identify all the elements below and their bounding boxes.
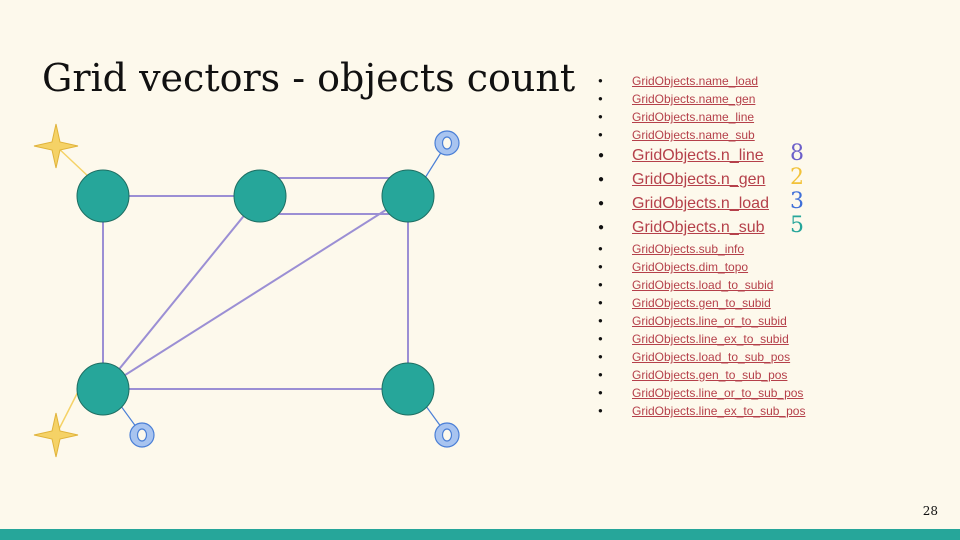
grid-objects-link[interactable]: GridObjects.load_to_subid: [632, 278, 774, 292]
link-list-item: GridObjects.name_line: [598, 108, 805, 126]
load-icon: [434, 130, 460, 156]
grid-objects-link[interactable]: GridObjects.line_or_to_sub_pos: [632, 386, 804, 400]
power-line-6: [102, 195, 409, 390]
load-icon: [434, 422, 460, 448]
link-list-item: GridObjects.n_load 3: [598, 189, 805, 217]
substation-node: [233, 169, 287, 223]
footer-bar: [0, 529, 960, 540]
object-count: 5: [790, 213, 804, 238]
link-list-item: GridObjects.line_or_to_sub_pos: [598, 384, 805, 402]
link-list-item: GridObjects.sub_info: [598, 240, 805, 258]
generators: [33, 123, 79, 458]
grid-objects-link[interactable]: GridObjects.line_or_to_subid: [632, 314, 787, 328]
link-list-item: GridObjects.gen_to_subid: [598, 294, 805, 312]
grid-objects-link[interactable]: GridObjects.sub_info: [632, 242, 745, 256]
substation-node: [381, 169, 435, 223]
object-count: 2: [790, 165, 804, 190]
loads: [129, 130, 460, 448]
link-list-item: GridObjects.n_line 8: [598, 141, 805, 169]
link-list-item: GridObjects.load_to_sub_pos: [598, 348, 805, 366]
link-list-item: GridObjects.name_load: [598, 72, 805, 90]
grid-objects-link[interactable]: GridObjects.load_to_sub_pos: [632, 350, 791, 364]
link-list-item: GridObjects.line_ex_to_sub_pos: [598, 402, 805, 420]
grid-objects-link[interactable]: GridObjects.dim_topo: [632, 260, 749, 274]
grid-objects-link[interactable]: GridObjects.line_ex_to_subid: [632, 332, 789, 346]
substations: [76, 169, 435, 416]
grid-objects-link[interactable]: GridObjects.n_line: [632, 147, 764, 164]
link-list-item: GridObjects.name_sub: [598, 126, 805, 144]
generator-connector-top: [55, 145, 91, 179]
page-number: 28: [922, 504, 938, 518]
power-line-5: [102, 195, 261, 390]
grid-objects-link[interactable]: GridObjects.name_gen: [632, 92, 756, 106]
substation-node: [76, 362, 130, 416]
substation-node: [381, 362, 435, 416]
object-count: 3: [790, 189, 804, 214]
grid-objects-link[interactable]: GridObjects.name_sub: [632, 128, 755, 142]
link-list-item: GridObjects.dim_topo: [598, 258, 805, 276]
link-list-item: GridObjects.name_gen: [598, 90, 805, 108]
substation-node: [76, 169, 130, 223]
link-list-item: GridObjects.n_sub 5: [598, 213, 805, 241]
link-list-item: GridObjects.gen_to_sub_pos: [598, 366, 805, 384]
link-list-item: GridObjects.line_or_to_subid: [598, 312, 805, 330]
link-list-item: GridObjects.line_ex_to_subid: [598, 330, 805, 348]
grid-objects-link[interactable]: GridObjects.n_load: [632, 195, 769, 212]
link-list-item: GridObjects.load_to_subid: [598, 276, 805, 294]
grid-objects-link[interactable]: GridObjects.name_line: [632, 110, 755, 124]
grid-objects-link[interactable]: GridObjects.line_ex_to_sub_pos: [632, 404, 806, 418]
grid-objects-link[interactable]: GridObjects.gen_to_sub_pos: [632, 368, 788, 382]
grid-objects-link[interactable]: GridObjects.name_load: [632, 74, 759, 88]
grid-objects-link[interactable]: GridObjects.n_sub: [632, 219, 765, 236]
grid-objects-link-list: GridObjects.name_loadGridObjects.name_ge…: [598, 72, 805, 420]
link-list-item: GridObjects.n_gen 2: [598, 165, 805, 193]
grid-objects-link[interactable]: GridObjects.n_gen: [632, 171, 766, 188]
slide-title: Grid vectors - objects count: [42, 56, 576, 100]
object-count: 8: [790, 141, 804, 166]
grid-objects-link[interactable]: GridObjects.gen_to_subid: [632, 296, 771, 310]
load-icon: [129, 422, 155, 448]
generator-star-icon: [33, 123, 79, 169]
generator-star-icon: [33, 412, 79, 458]
